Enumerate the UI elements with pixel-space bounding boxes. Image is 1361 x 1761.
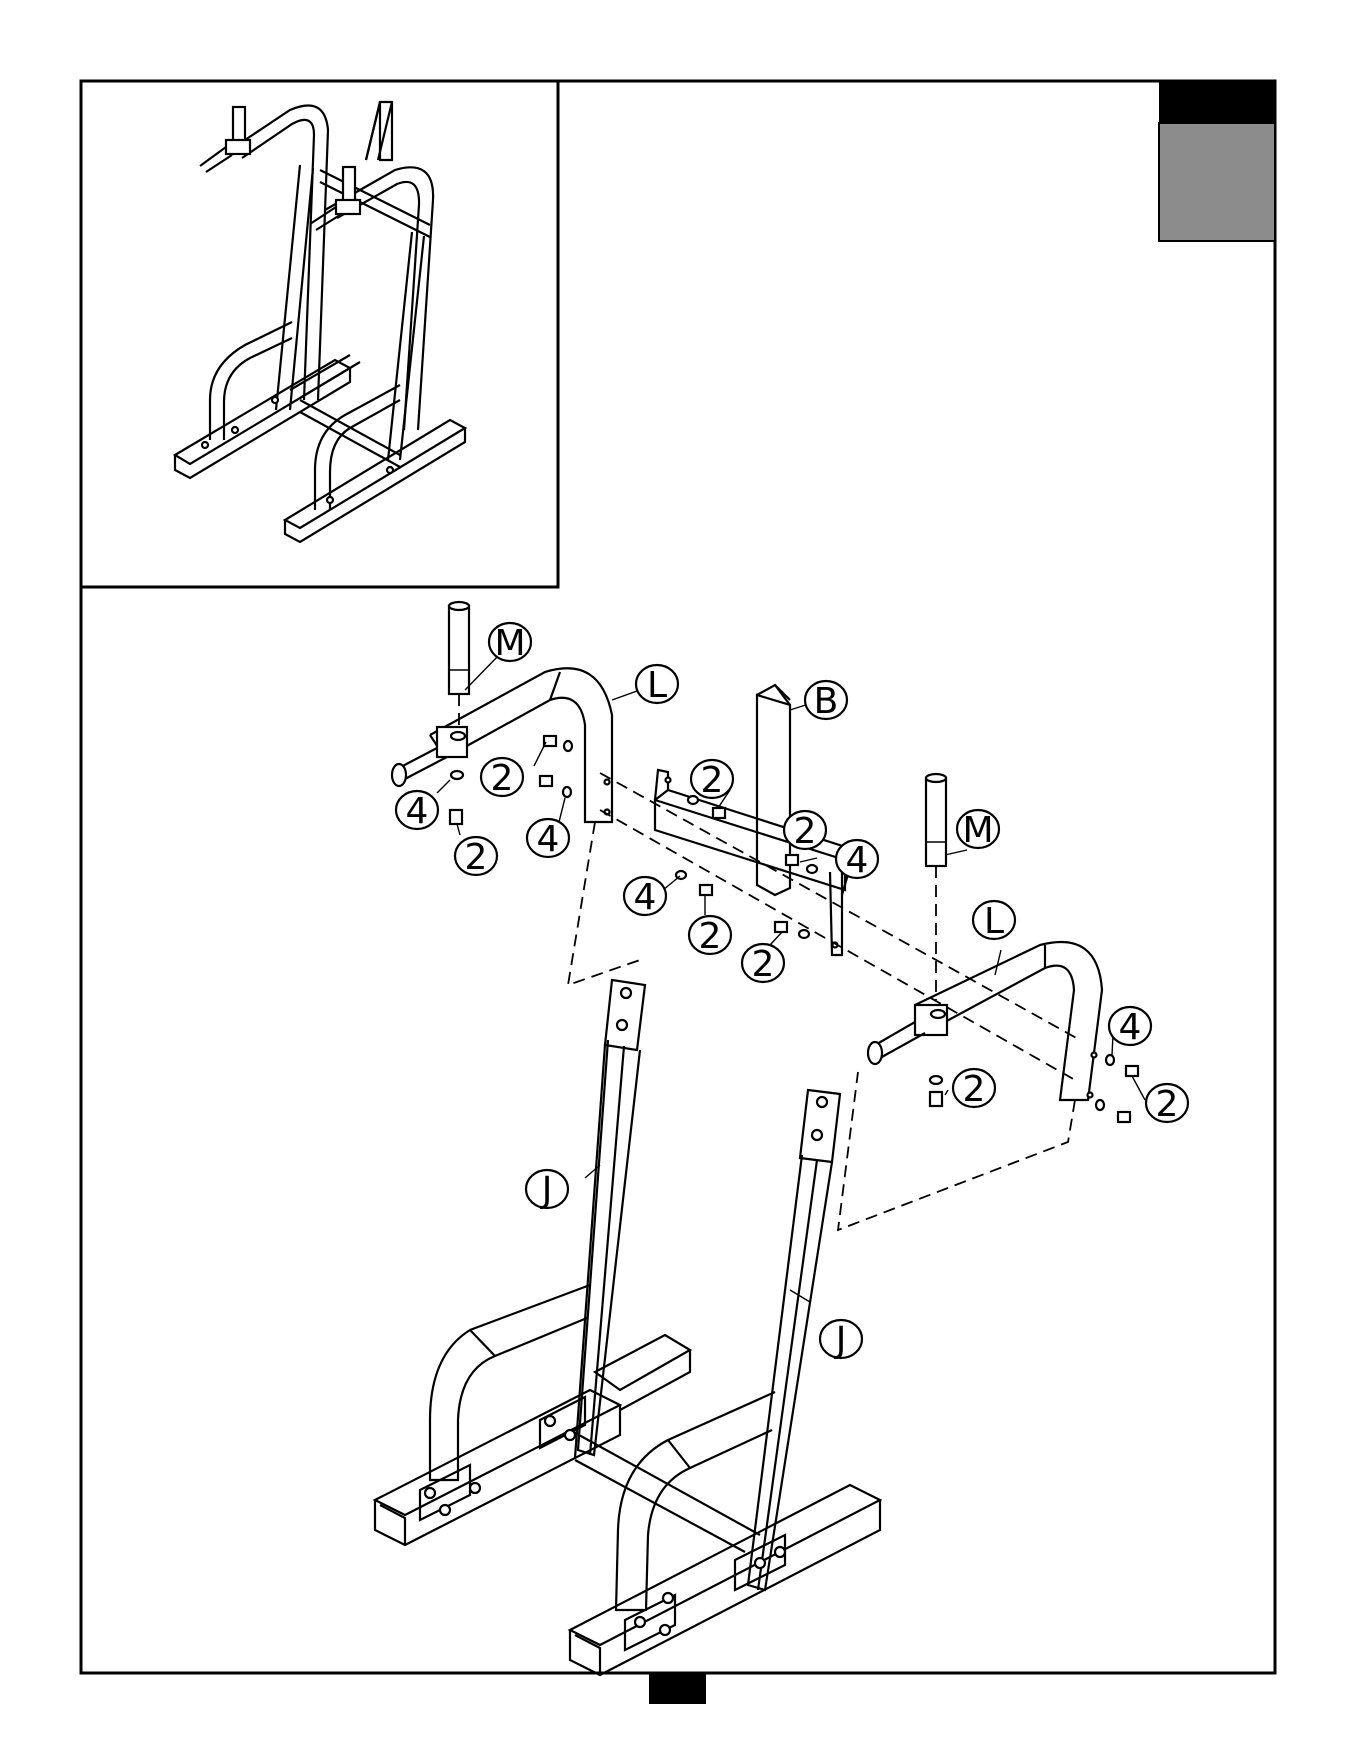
label-text: 4 (846, 840, 869, 881)
label-text: 2 (963, 1069, 986, 1110)
label-4-b: 4 (527, 819, 569, 860)
label-text: 2 (491, 758, 514, 799)
label-l-left: L (636, 665, 678, 706)
step-tab-top (1159, 81, 1275, 123)
label-l-right: L (973, 901, 1015, 942)
label-4-a: 4 (396, 791, 438, 832)
label-text: 2 (701, 760, 724, 801)
part-m-right (926, 774, 946, 1000)
label-text: J (540, 1170, 553, 1211)
label-j-left: J (526, 1170, 568, 1211)
label-text: 2 (465, 837, 488, 878)
label-2-f: 2 (742, 944, 784, 985)
inset-assembled-frame (175, 102, 465, 542)
label-b: B (805, 681, 847, 722)
label-text: B (814, 681, 839, 722)
label-text: 4 (1119, 1007, 1142, 1048)
label-2-g: 2 (953, 1069, 995, 1110)
label-text: 2 (752, 944, 775, 985)
label-text: 4 (537, 819, 560, 860)
label-2-d: 2 (455, 837, 497, 878)
label-4-e: 4 (1109, 1007, 1151, 1048)
label-text: 2 (699, 916, 722, 957)
label-text: J (834, 1320, 847, 1361)
page-number-tab (649, 1673, 706, 1704)
part-labels: M L B 2 2 2 4 4 2 4 M 4 2 2 L 4 2 2 J J (396, 623, 1188, 1361)
label-m-right: M (957, 810, 999, 851)
label-2-e: 2 (689, 916, 731, 957)
step-tab-bottom (1159, 123, 1275, 241)
label-2-h: 2 (1146, 1084, 1188, 1125)
part-j-right (616, 1090, 840, 1610)
label-m-left: M (489, 623, 531, 664)
label-text: L (647, 665, 667, 706)
part-j-left (430, 980, 645, 1480)
label-text: 2 (1156, 1084, 1179, 1125)
label-text: 2 (794, 811, 817, 852)
label-2-b: 2 (481, 758, 523, 799)
label-4-d: 4 (624, 877, 666, 918)
label-text: 4 (634, 877, 657, 918)
label-text: L (984, 901, 1004, 942)
label-text: M (962, 810, 993, 851)
label-text: M (494, 623, 525, 664)
base-frame (375, 1335, 880, 1675)
label-text: 4 (406, 791, 429, 832)
label-j-right: J (820, 1320, 862, 1361)
